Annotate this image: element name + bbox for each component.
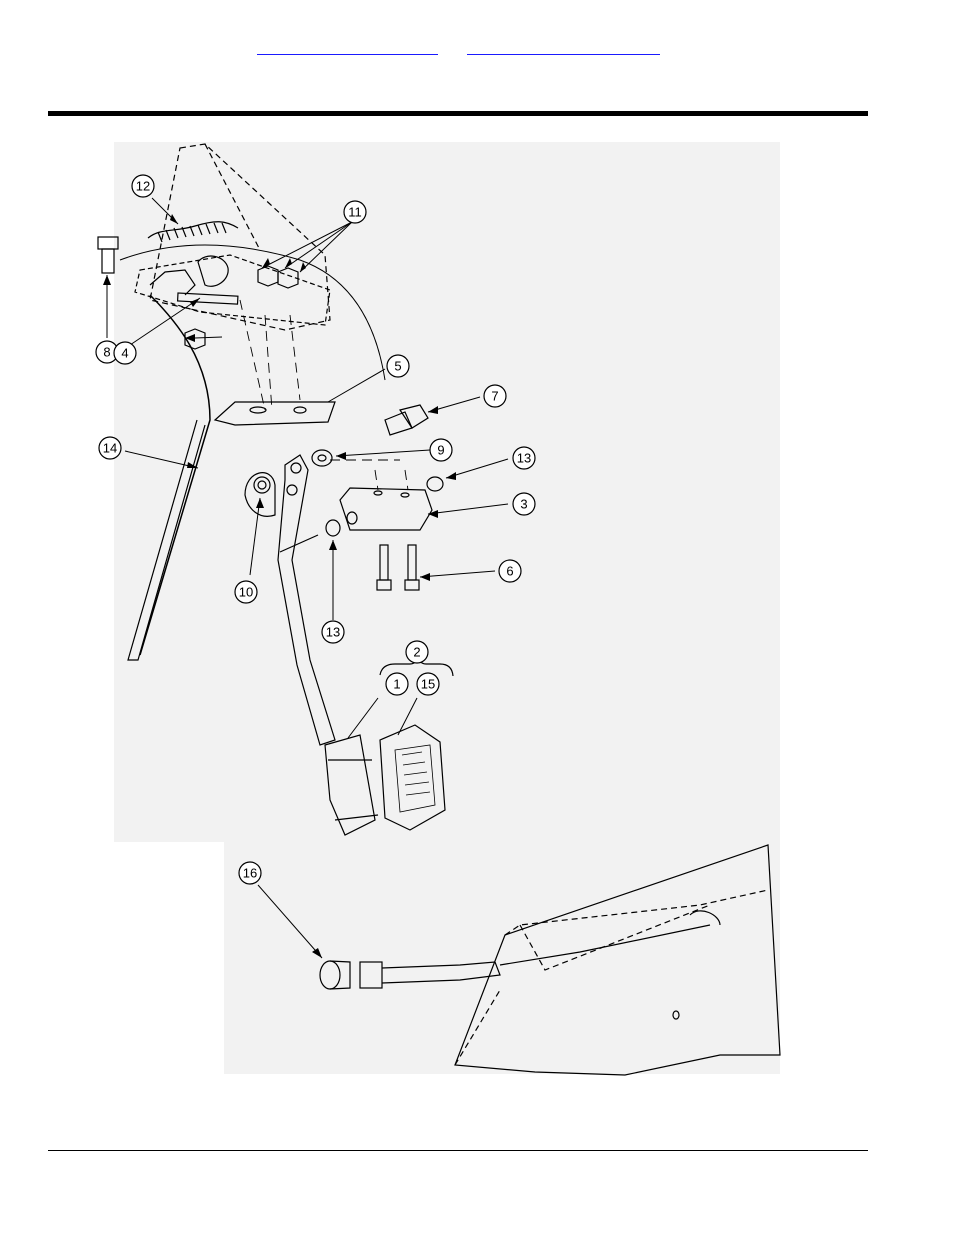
footer-rule bbox=[48, 1150, 868, 1151]
callout-9: 9 bbox=[437, 443, 444, 458]
callout-6: 6 bbox=[506, 564, 513, 579]
callout-4: 4 bbox=[121, 346, 128, 361]
callout-10: 10 bbox=[239, 585, 253, 600]
callout-14: 14 bbox=[103, 441, 117, 456]
callout-1: 1 bbox=[393, 677, 400, 692]
callout-7: 7 bbox=[491, 389, 498, 404]
callout-13-top: 13 bbox=[517, 451, 531, 466]
callout-12: 12 bbox=[136, 179, 150, 194]
callout-13-bottom: 13 bbox=[326, 625, 340, 640]
callout-15: 15 bbox=[421, 677, 435, 692]
callout-11: 11 bbox=[348, 205, 362, 220]
callout-5: 5 bbox=[394, 359, 401, 374]
diagram-backdrop-lower bbox=[224, 842, 780, 1074]
callout-3: 3 bbox=[520, 497, 527, 512]
callout-2: 2 bbox=[413, 645, 420, 660]
callout-16: 16 bbox=[243, 866, 257, 881]
diagram-backdrop-upper bbox=[114, 142, 780, 842]
callout-8: 8 bbox=[103, 345, 110, 360]
